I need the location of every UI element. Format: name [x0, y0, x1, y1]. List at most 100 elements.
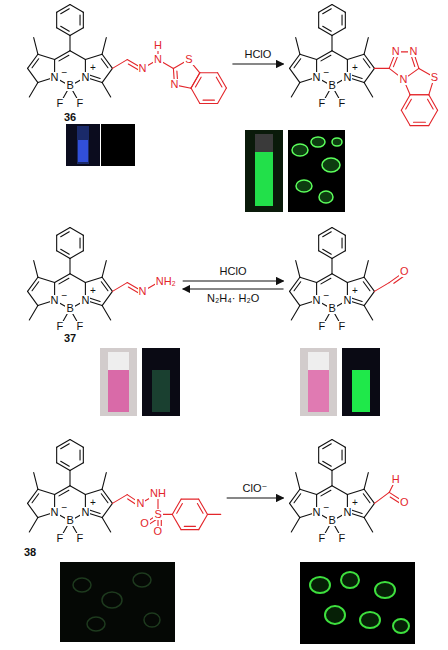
- molecule: NBNFF−+NHNSN: [25, 2, 230, 113]
- atom-label: N: [138, 63, 148, 74]
- bond-line: [323, 249, 332, 254]
- bond-line: [102, 54, 112, 68]
- bond-line: [28, 54, 38, 68]
- bond-line: [428, 99, 434, 109]
- bond-line: [29, 518, 38, 532]
- bond-line: [218, 88, 227, 103]
- bond-line: [112, 60, 127, 69]
- bond-line: [191, 73, 200, 88]
- charge-sign: +: [89, 63, 97, 73]
- cell-image: [102, 592, 122, 608]
- bond-line: [290, 291, 300, 305]
- bond-line: [195, 77, 201, 87]
- bond-line: [294, 282, 301, 291]
- atom-label: F: [318, 533, 327, 544]
- atom-label: O: [152, 526, 163, 537]
- cuvette-photo: [245, 130, 283, 212]
- cell-image: [288, 130, 345, 212]
- atom-label: O: [399, 266, 410, 277]
- bond-line: [70, 51, 85, 60]
- atom-label: F: [337, 533, 346, 544]
- bond-line: [411, 56, 415, 67]
- bond-line: [57, 440, 70, 448]
- bond-line: [112, 283, 127, 292]
- charge-sign: −: [322, 503, 330, 513]
- atom-label: F: [75, 98, 84, 109]
- atom-label: B: [65, 80, 74, 91]
- bond-line: [32, 494, 39, 503]
- bond-line: [102, 261, 106, 278]
- atom-label: S: [184, 54, 193, 65]
- atom-label: F: [337, 321, 346, 332]
- bond-line: [69, 258, 70, 273]
- bond-line: [112, 495, 127, 504]
- bond-line: [69, 35, 70, 50]
- atom-label: F: [56, 321, 65, 332]
- atom-label: N: [408, 46, 418, 57]
- charge-sign: +: [351, 63, 359, 73]
- cuvette-photo: [255, 152, 273, 206]
- atom-label: N: [138, 286, 148, 297]
- bond-line: [323, 9, 332, 14]
- bond-line: [89, 510, 100, 513]
- bond-line: [55, 486, 70, 495]
- cell-image: [300, 562, 415, 644]
- bond-line: [85, 54, 102, 59]
- bond-line: [296, 473, 300, 490]
- bond-line: [332, 486, 347, 495]
- bond-line: [59, 278, 69, 284]
- bond-line: [364, 291, 374, 305]
- bond-line: [291, 83, 300, 97]
- atom-label: NH₂: [155, 276, 177, 287]
- cell-image: [325, 606, 345, 624]
- bond-line: [296, 261, 300, 278]
- bond-line: [61, 461, 70, 466]
- bond-line: [69, 470, 70, 485]
- bond-line: [29, 83, 38, 97]
- bond-line: [191, 88, 200, 103]
- bond-line: [319, 463, 332, 471]
- bond-line: [28, 68, 38, 82]
- bond-line: [300, 489, 317, 494]
- bond-line: [300, 54, 317, 59]
- atom-label: B: [327, 303, 336, 314]
- bond-line: [55, 274, 70, 283]
- bond-line: [102, 277, 112, 291]
- atom-label: N: [50, 72, 60, 83]
- compound-number: 36: [63, 112, 77, 123]
- bond-line: [38, 54, 55, 59]
- cuvette-photo: [300, 348, 337, 416]
- cell-image: [288, 130, 345, 212]
- bond-line: [323, 461, 332, 466]
- bond-line: [83, 12, 84, 27]
- atom-label: H: [391, 474, 401, 485]
- charge-sign: −: [322, 291, 330, 301]
- compound-number: 38: [23, 547, 37, 558]
- bond-line: [38, 489, 55, 494]
- atom-label: B: [65, 515, 74, 526]
- bond-line: [57, 28, 70, 36]
- bond-line: [61, 9, 70, 14]
- bond-line: [321, 490, 331, 496]
- bond-line: [218, 73, 227, 88]
- bond-line: [331, 258, 332, 273]
- bond-line: [102, 473, 106, 490]
- bond-line: [102, 291, 112, 305]
- bond-line: [172, 514, 181, 529]
- bond-line: [363, 494, 370, 503]
- bond-line: [321, 55, 331, 61]
- bond-line: [102, 489, 112, 503]
- bond-line: [70, 28, 83, 36]
- atom-label: F: [318, 98, 327, 109]
- bond-line: [32, 282, 39, 291]
- bond-line: [410, 94, 429, 95]
- bond-line: [294, 59, 301, 68]
- bond-line: [332, 463, 345, 471]
- bond-line: [89, 75, 100, 78]
- bond-line: [364, 277, 374, 291]
- atom-label: N: [50, 507, 60, 518]
- atom-label: N: [312, 72, 322, 83]
- bond-line: [406, 99, 412, 109]
- bond-line: [319, 440, 332, 448]
- bond-line: [290, 54, 300, 68]
